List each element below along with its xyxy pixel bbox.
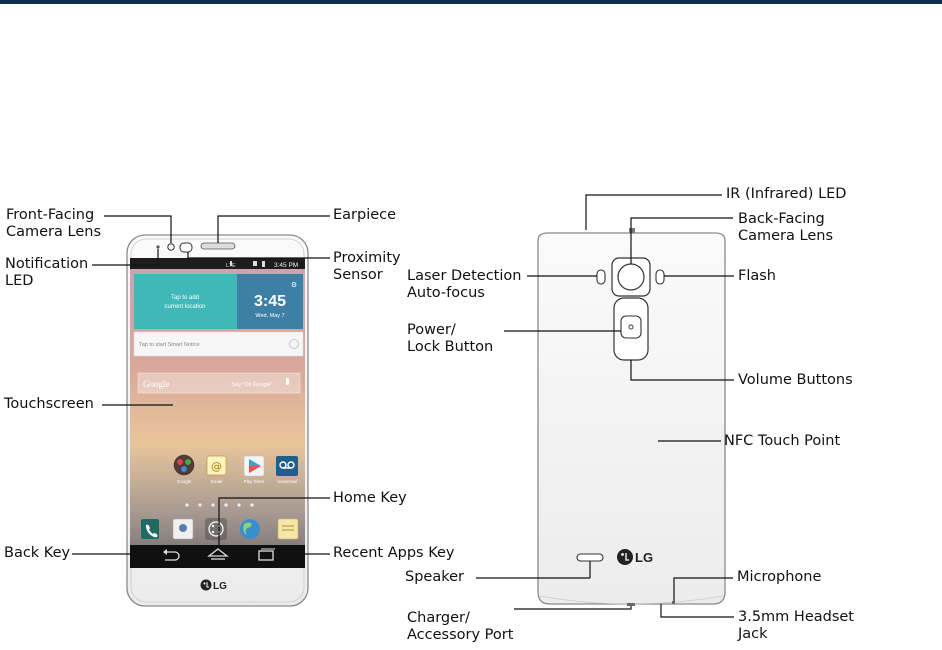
- label-front-camera: Front-Facing Camera Lens: [6, 207, 102, 240]
- back-phone: [537, 228, 726, 606]
- top-rule: [0, 0, 942, 4]
- clock-time-text: 3:45: [254, 293, 286, 310]
- proximity-sensor-window: [179, 242, 193, 253]
- flash-window: [655, 269, 665, 285]
- label-earpiece: Earpiece: [333, 207, 397, 223]
- lg-logo-back: [617, 549, 633, 565]
- label-back-camera: Back-Facing Camera Lens: [738, 211, 834, 244]
- ir-led: [629, 228, 635, 233]
- front-phone: @: [126, 234, 309, 607]
- microphone-hole: [672, 601, 675, 604]
- weather-tap-text-line2: current location: [164, 304, 205, 310]
- lg-logo-front-text: LG: [213, 581, 227, 592]
- label-flash: Flash: [738, 268, 776, 284]
- lg-logo-front: [200, 579, 212, 591]
- clock-tile: [237, 274, 303, 329]
- back-camera-lens: [617, 263, 645, 291]
- dock-apps-icon: [205, 518, 227, 540]
- ok-google-text: Say "Ok Google": [231, 382, 272, 388]
- label-microphone: Microphone: [737, 569, 822, 585]
- lg-logo-back-text: LG: [635, 550, 653, 565]
- label-speaker: Speaker: [405, 569, 464, 585]
- label-ir-led: IR (Infrared) LED: [726, 186, 847, 202]
- label-back-key: Back Key: [4, 545, 71, 561]
- google-search-bar: [137, 372, 301, 394]
- app-label-play-store: Play Store: [244, 479, 265, 484]
- google-text: Google: [143, 379, 170, 389]
- label-power-lock: Power/ Lock Button: [407, 322, 494, 355]
- label-headset-jack: 3.5mm Headset Jack: [738, 609, 854, 642]
- front-camera-lens: [167, 243, 175, 251]
- home-key-icon: [207, 548, 229, 560]
- clock-date-text: Wed, May 7: [255, 313, 284, 319]
- app-label-voicemail: Voicemail: [277, 479, 296, 484]
- earpiece-grille: [200, 242, 236, 250]
- recent-apps-key-icon: [258, 548, 275, 561]
- power-lock-button: [620, 315, 642, 339]
- callout-lines: [72, 194, 734, 618]
- laser-af-sensor: [596, 269, 606, 285]
- label-volume-buttons: Volume Buttons: [738, 372, 853, 388]
- label-home-key: Home Key: [333, 490, 407, 506]
- app-label-google: Google: [177, 479, 192, 484]
- smart-notice-text: Tap to start Smart Notice: [139, 342, 200, 348]
- label-charger-port: Charger/ Accessory Port: [407, 610, 514, 643]
- status-lte-text: LTE: [226, 263, 236, 269]
- weather-tap-text-line1: Tap to add: [171, 295, 199, 301]
- dock-browser-icon: [240, 519, 260, 539]
- smart-notice-bar: [133, 331, 304, 357]
- app-icon-email: [206, 455, 227, 476]
- label-nfc: NFC Touch Point: [724, 433, 841, 449]
- settings-gear-icon: ⚙: [291, 281, 297, 289]
- app-label-email: Email: [211, 479, 222, 484]
- weather-tile: [134, 274, 237, 329]
- label-notification-led: Notification LED: [5, 256, 89, 289]
- label-proximity-sensor: Proximity Sensor: [333, 250, 401, 283]
- dock-messaging-icon: [277, 518, 299, 540]
- notification-led-dot: [156, 245, 160, 249]
- label-touchscreen: Touchscreen: [4, 396, 94, 412]
- label-laser-af: Laser Detection Auto-focus: [407, 268, 522, 301]
- speaker-grille: [576, 553, 604, 562]
- back-key-icon: [163, 549, 180, 561]
- svg-text:@: @: [211, 460, 222, 473]
- app-icon-voicemail: [276, 456, 298, 476]
- label-recent-apps-key: Recent Apps Key: [333, 545, 455, 561]
- charger-port: [627, 603, 635, 606]
- status-bar: [130, 258, 305, 269]
- status-time-text: 3:45 PM: [274, 262, 298, 269]
